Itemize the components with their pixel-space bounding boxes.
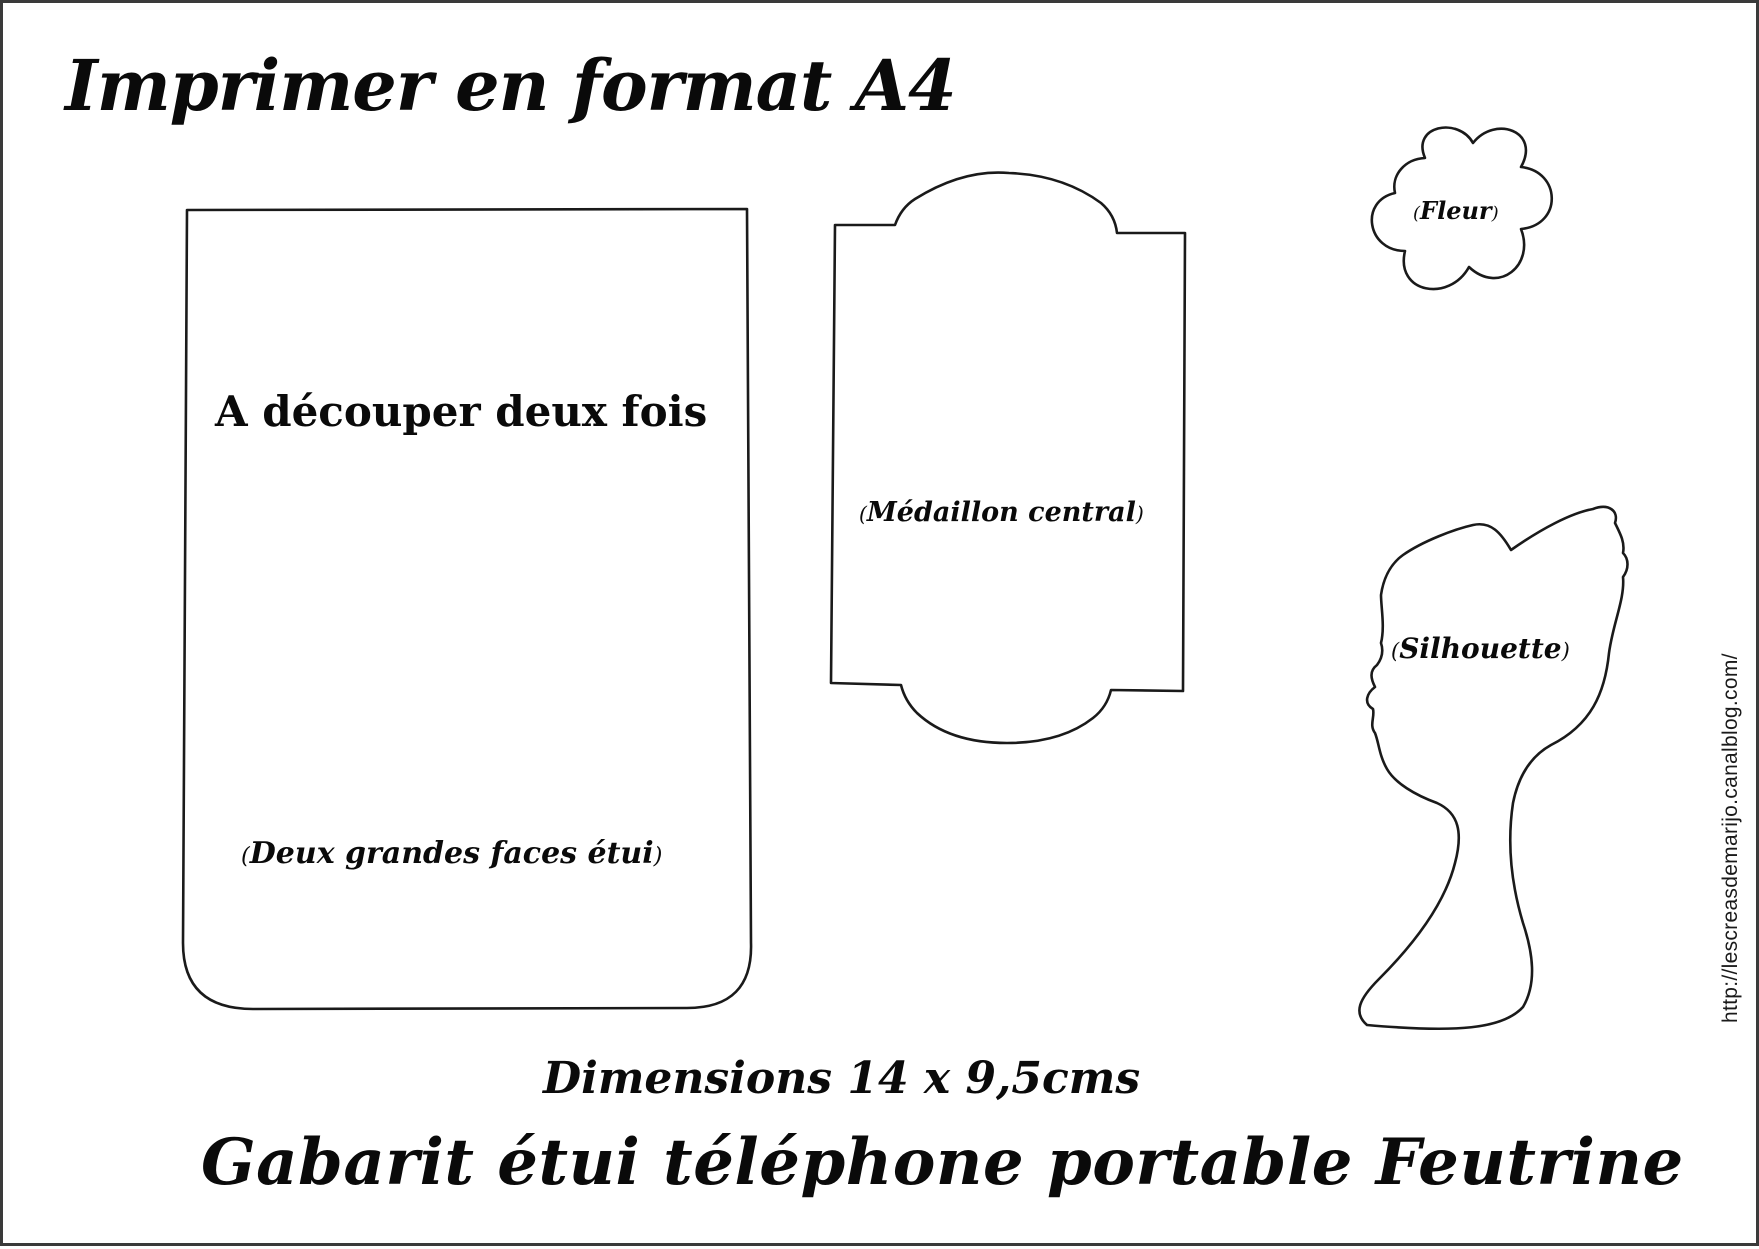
watermark-url: http://lescreasdemarijo.canalblog.com/	[1719, 653, 1742, 1023]
case-faces-label: (Deux grandes faces étui)	[241, 836, 663, 871]
silhouette-label-text: Silhouette	[1399, 632, 1562, 665]
medallion-label: (Médaillon central)	[859, 497, 1144, 528]
pattern-shapes	[181, 126, 1629, 1031]
silhouette-label: (Silhouette)	[1391, 632, 1570, 665]
case-faces-label-text: Deux grandes faces étui	[249, 836, 654, 871]
medallion-label-text: Médaillon central	[866, 497, 1136, 528]
flower-outline	[1370, 126, 1554, 291]
silhouette-outline	[1358, 505, 1629, 1031]
dimensions-text: Dimensions 14 x 9,5cms	[543, 1053, 1141, 1104]
page-title: Imprimer en format A4	[65, 44, 957, 127]
footer-title: Gabarit étui téléphone portable Feutrine	[201, 1125, 1684, 1200]
medallion-outline	[829, 171, 1187, 745]
cut-instruction: A découper deux fois	[215, 387, 708, 436]
flower-label-text: Fleur	[1420, 196, 1492, 225]
case-face-outline	[181, 207, 753, 1011]
flower-label: (Fleur)	[1413, 196, 1499, 225]
